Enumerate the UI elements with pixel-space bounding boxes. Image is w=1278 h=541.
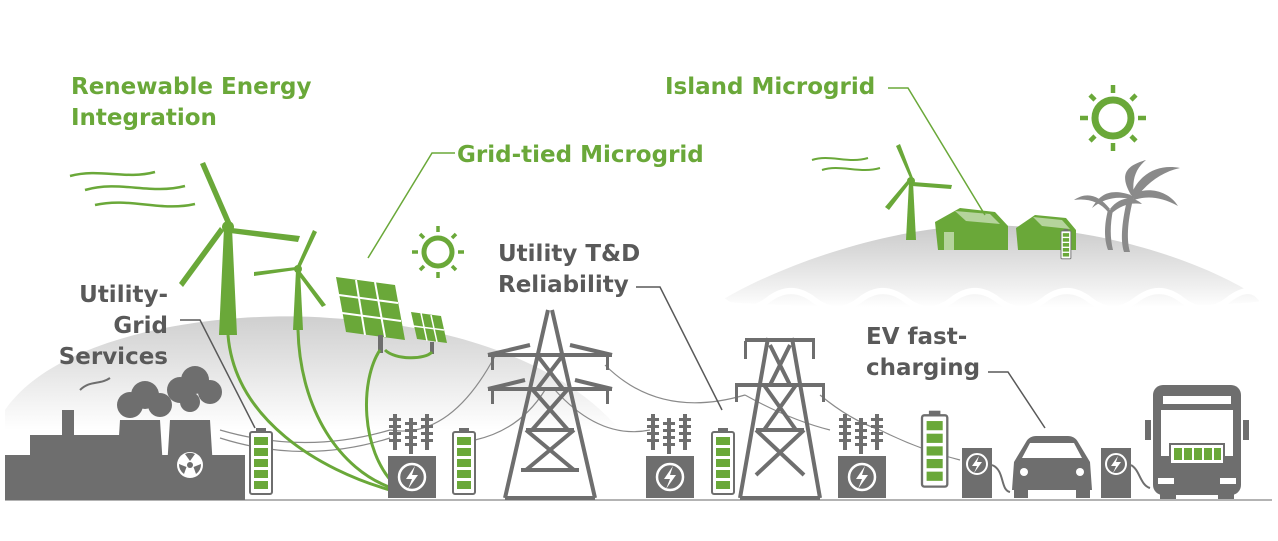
battery-icon (452, 427, 476, 495)
label-line: Utility T&D (498, 241, 641, 267)
wind-gust-icon (811, 157, 881, 171)
bus-icon (1145, 385, 1249, 499)
palm-tree-icon (1074, 160, 1180, 252)
house-icon (935, 208, 1008, 250)
car-icon (1012, 436, 1092, 498)
battery-icon (249, 427, 273, 495)
battery-icon (1060, 228, 1072, 260)
label-island-microgrid: Island Microgrid (665, 74, 876, 100)
label-utility-td-reliability: Utility T&D Reliability (498, 239, 640, 301)
label-utility-grid-services: Utility- Grid Services (40, 280, 168, 373)
label-ev-fast-charging: EV fast- charging (866, 322, 980, 384)
ev-charger-icon (961, 447, 993, 499)
transmission-tower-icon (735, 337, 825, 500)
wind-gust-icon (69, 170, 196, 208)
sun-icon (1080, 85, 1146, 151)
label-line: Renewable Energy (71, 74, 312, 100)
radiation-icon (177, 452, 203, 478)
label-line: Services (58, 344, 168, 370)
label-line: Integration (71, 105, 217, 131)
smoke (117, 366, 222, 418)
power-plant-icon (5, 410, 245, 500)
transformer-icon (836, 414, 888, 500)
label-grid-tied-microgrid: Grid-tied Microgrid (457, 142, 704, 168)
label-line: Grid (113, 313, 168, 339)
solar-panel-icon (336, 277, 405, 353)
battery-icon (711, 427, 735, 495)
solar-panel-icon (411, 312, 447, 354)
label-line: EV fast- (866, 324, 968, 350)
battery-icon (920, 409, 949, 488)
label-line: charging (866, 355, 981, 381)
ev-charger-icon (1100, 447, 1132, 499)
transformer-icon (386, 414, 438, 500)
wind-turbine-icon (179, 162, 300, 335)
label-line: Reliability (498, 272, 629, 298)
sun-icon (412, 226, 464, 278)
transformer-icon (644, 414, 696, 500)
label-renewable-energy-integration: Renewable Energy Integration (71, 72, 312, 134)
label-line: Utility- (79, 282, 168, 308)
wind-turbine-icon (254, 230, 326, 330)
wind-turbine-icon (885, 144, 952, 240)
transmission-tower-icon (487, 309, 613, 500)
